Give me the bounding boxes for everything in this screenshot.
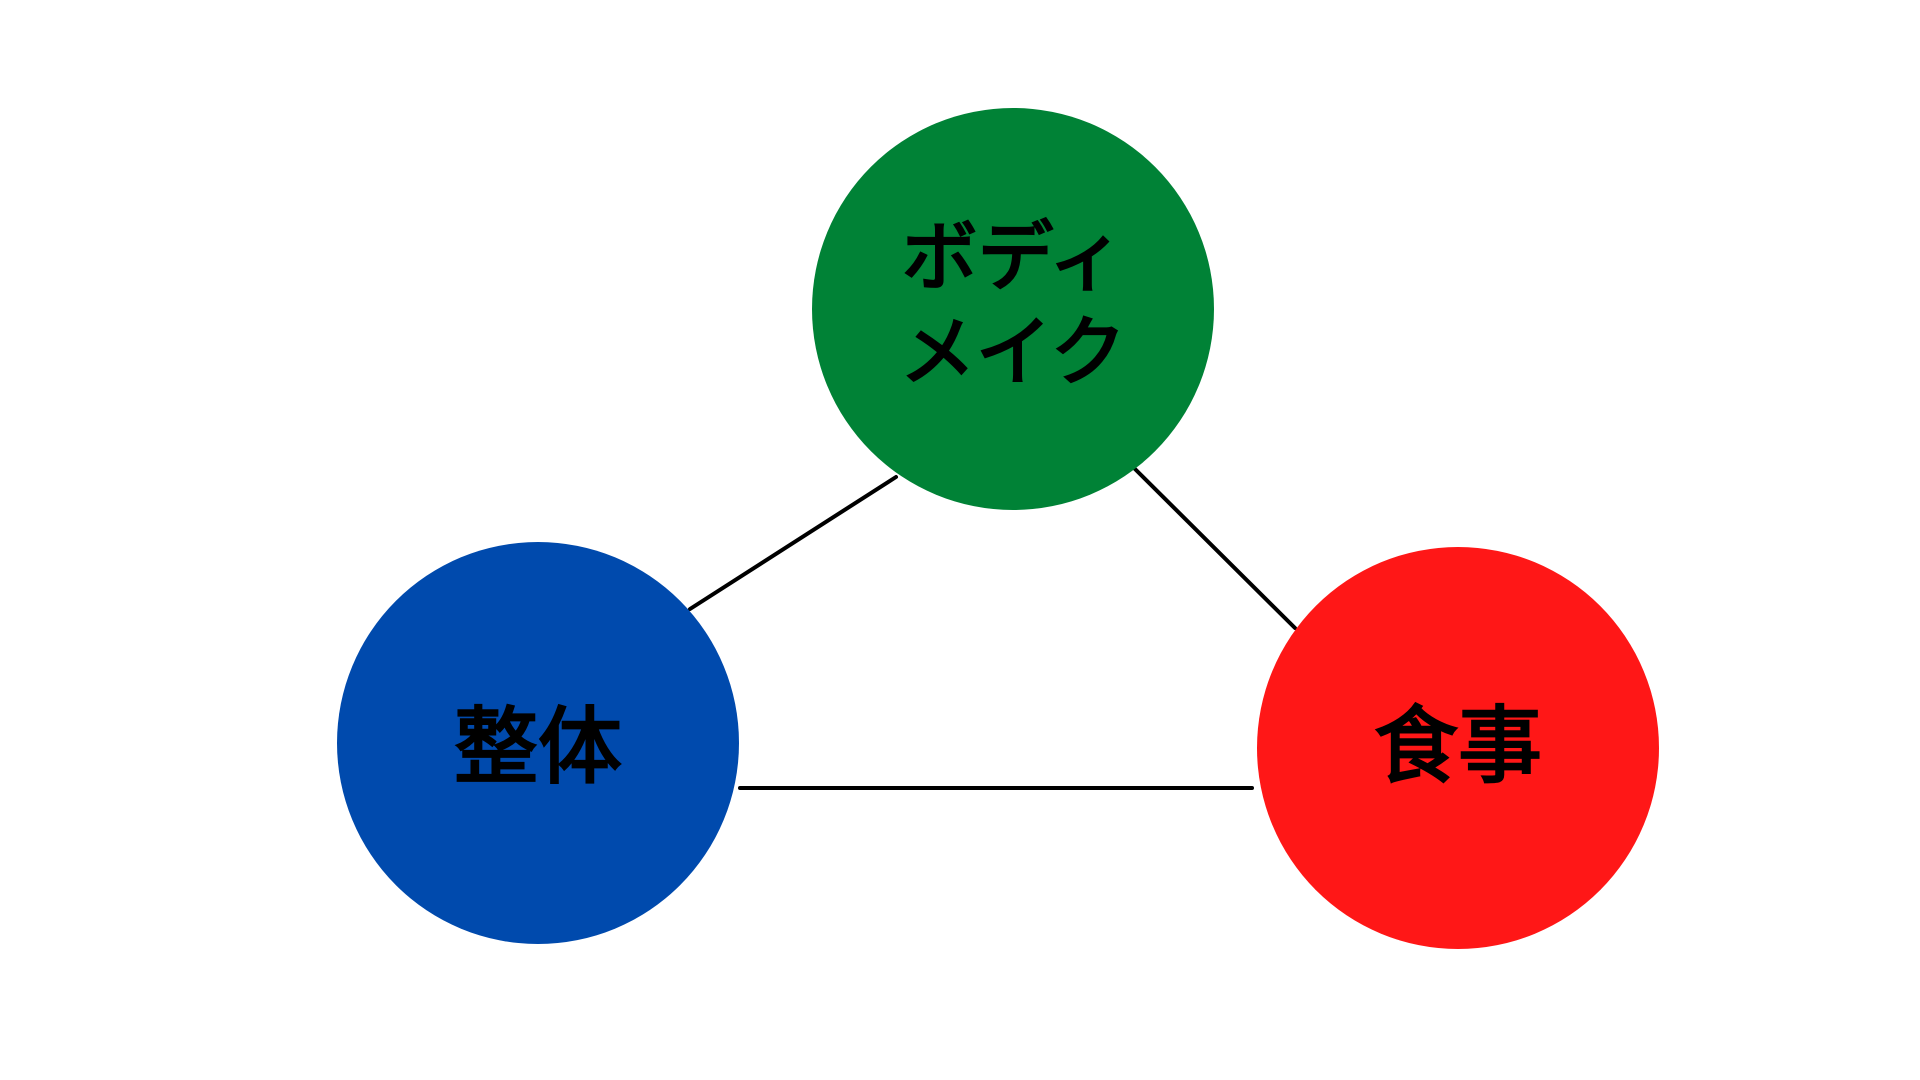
node-shokuji-circle <box>1257 547 1659 949</box>
node-seitai: 整体 <box>337 542 739 944</box>
node-body-make-label-line1: ボディ <box>902 213 1125 302</box>
node-seitai-label: 整体 <box>454 698 622 796</box>
connector-body-make-seitai <box>688 475 898 611</box>
node-shokuji-label: 食事 <box>1374 697 1542 795</box>
node-seitai-circle <box>337 542 739 944</box>
node-body-make: ボディ メイク <box>812 108 1214 510</box>
node-shokuji: 食事 <box>1257 547 1659 949</box>
node-body-make-label-line2: メイク <box>900 308 1126 397</box>
connector-body-make-shokuji <box>1132 466 1297 630</box>
node-body-make-circle <box>812 108 1214 510</box>
